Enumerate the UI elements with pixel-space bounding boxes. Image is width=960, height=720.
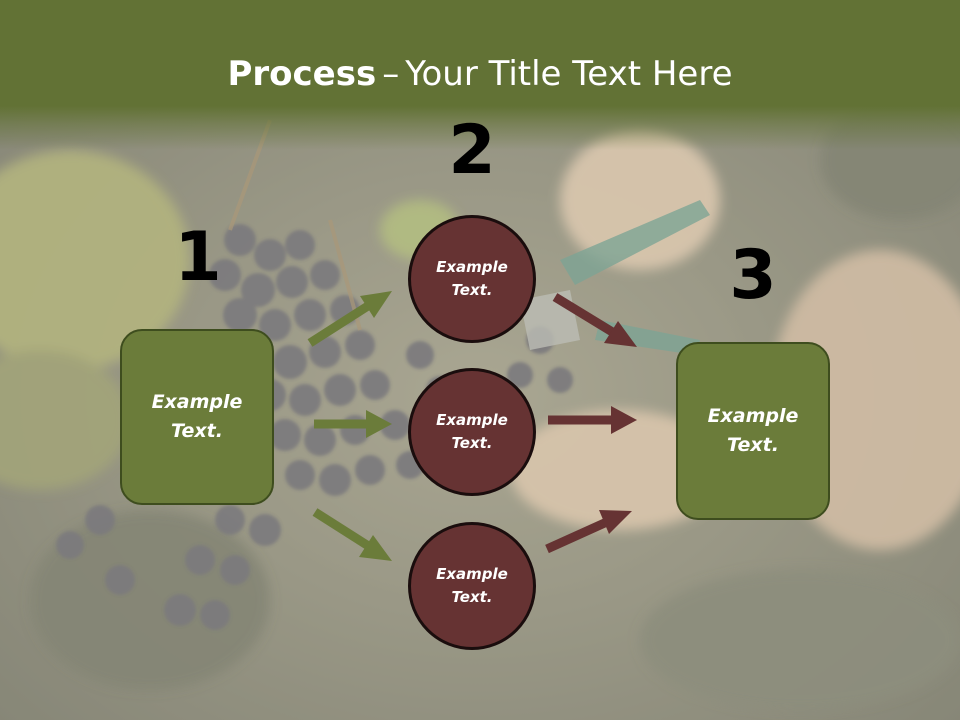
step-1-text: Example Text. xyxy=(151,391,243,442)
green-arrow-down xyxy=(312,508,392,561)
step-3-text: Example Text. xyxy=(707,405,799,456)
step-number-3: 3 xyxy=(729,236,777,315)
step-number-1: 1 xyxy=(174,218,222,297)
title-text: Your Title Text Here xyxy=(405,54,733,94)
red-arrow-down xyxy=(552,293,637,347)
title-bold-word: Process xyxy=(227,54,377,94)
step-2-circle-middle: Example Text. xyxy=(408,368,536,496)
step-2-circle-top: Example Text. xyxy=(408,215,536,343)
step-2-circle-top-text: Example Text. xyxy=(436,258,508,299)
step-number-2: 2 xyxy=(448,111,496,190)
step-2-circle-bottom-text: Example Text. xyxy=(436,565,508,606)
slide-title: Process–Your Title Text Here xyxy=(0,52,960,96)
red-arrow-middle xyxy=(548,406,637,434)
red-arrow-up xyxy=(545,510,632,554)
title-separator: – xyxy=(382,54,400,94)
title-band xyxy=(0,0,960,150)
step-1-box: Example Text. xyxy=(120,329,274,505)
green-arrow-up xyxy=(307,291,392,347)
green-arrow-middle xyxy=(314,410,392,438)
step-2-circle-middle-text: Example Text. xyxy=(436,411,508,452)
step-2-circle-bottom: Example Text. xyxy=(408,522,536,650)
step-3-box: Example Text. xyxy=(676,342,830,520)
